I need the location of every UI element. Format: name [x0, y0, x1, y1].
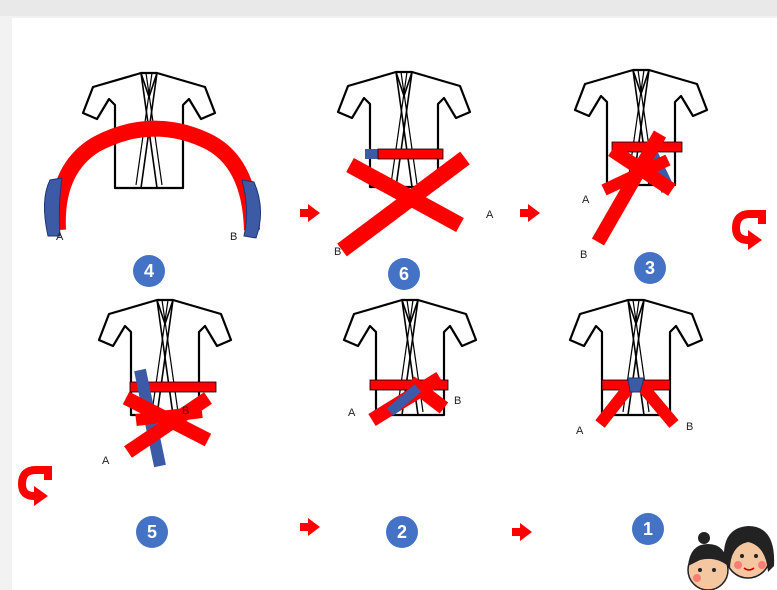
- step-3-figure: A B 3: [575, 70, 707, 284]
- return-arrow-icon: [22, 470, 48, 506]
- step-1-number: 1: [643, 519, 653, 539]
- step-2-figure: A B 2: [344, 300, 476, 548]
- step-5-badge: 5: [136, 516, 168, 548]
- step-6-figure: A B 6: [334, 72, 494, 290]
- step-4-figure: A B 4: [44, 73, 260, 287]
- step-2-badge: 2: [386, 516, 418, 548]
- step-3-number: 3: [645, 258, 655, 278]
- step-6-number: 6: [399, 264, 409, 284]
- step-1-figure: A B 1: [570, 300, 702, 545]
- step-5-number: 5: [147, 522, 157, 542]
- step-1-badge: 1: [632, 513, 664, 545]
- step-1-label-a: A: [576, 425, 584, 437]
- arrow-right-icon: [300, 204, 320, 222]
- step-3-badge: 3: [634, 252, 666, 284]
- step-4-label-a: A: [56, 231, 64, 243]
- step-2-number: 2: [397, 522, 407, 542]
- arrow-right-icon: [300, 518, 320, 536]
- step-4-badge: 4: [133, 255, 165, 287]
- arrow-right-icon: [520, 204, 540, 222]
- step-3-label-b: B: [580, 249, 587, 261]
- step-1-label-b: B: [686, 421, 693, 433]
- cartoon-children-icon: [688, 526, 774, 590]
- step-5-label-b: B: [182, 405, 189, 417]
- step-6-label-a: A: [486, 209, 494, 221]
- arrow-right-icon: [512, 523, 532, 541]
- step-2-label-a: A: [348, 407, 356, 419]
- step-5-figure: B A 5: [99, 300, 231, 548]
- step-2-label-b: B: [454, 395, 461, 407]
- step-3-label-a: A: [582, 194, 590, 206]
- step-6-badge: 6: [388, 258, 420, 290]
- step-4-number: 4: [144, 261, 154, 281]
- step-6-label-b: B: [334, 246, 341, 258]
- step-4-label-b: B: [230, 231, 237, 243]
- return-arrow-icon: [736, 214, 762, 250]
- step-5-label-a: A: [102, 455, 110, 467]
